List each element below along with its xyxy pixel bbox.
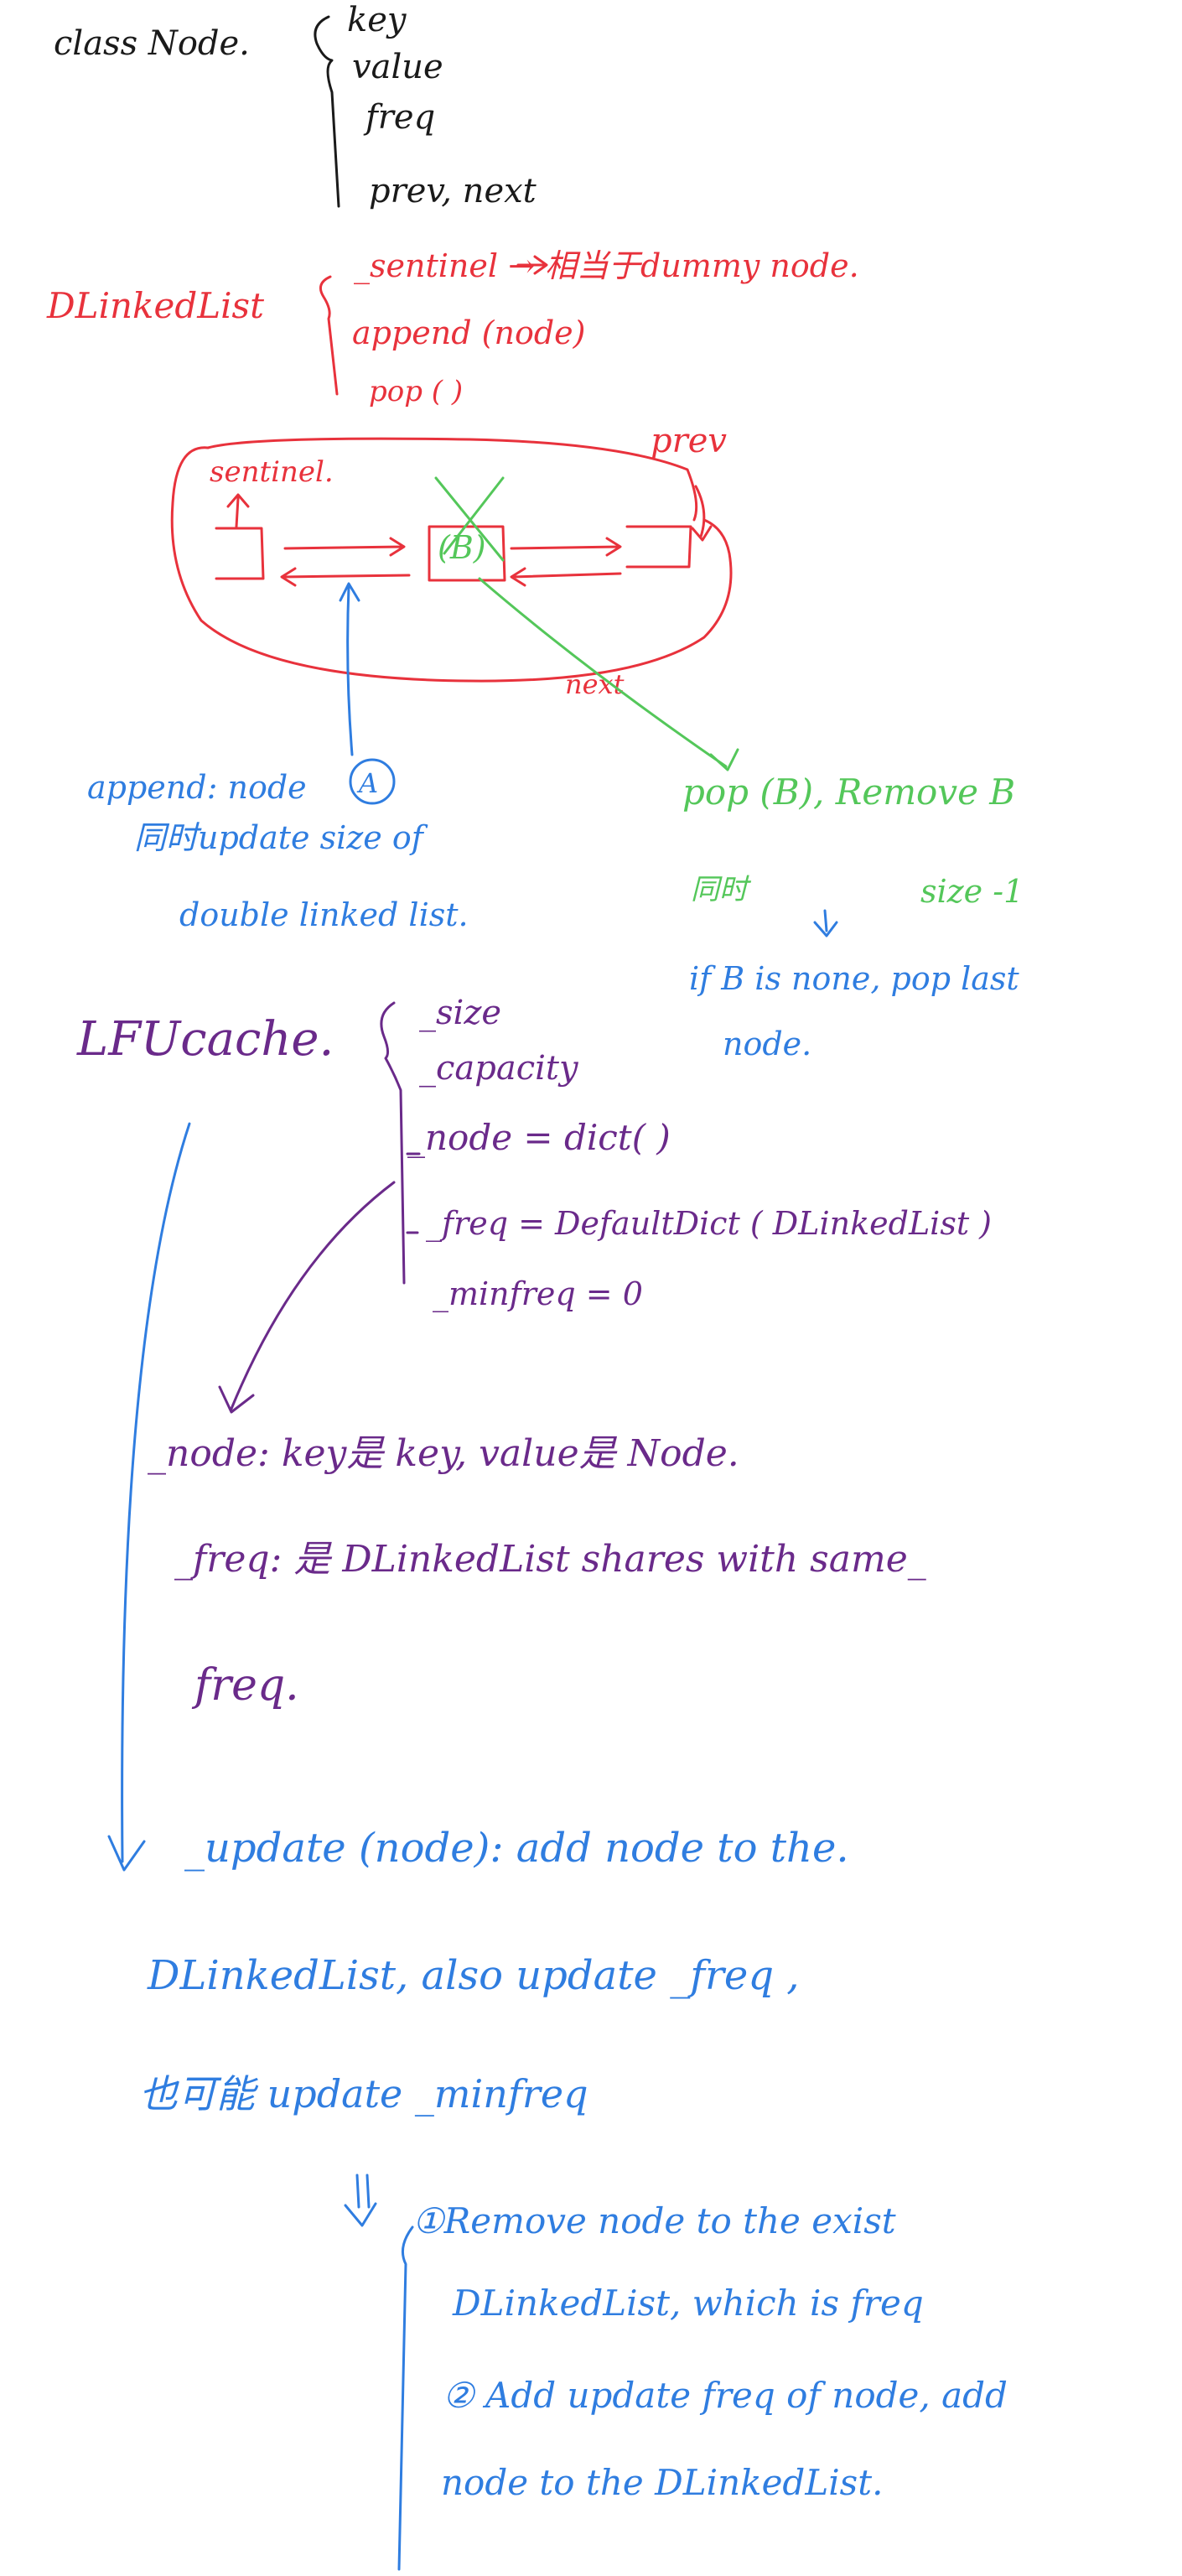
- arrow-s-to-b: [283, 537, 406, 557]
- arrow-b-to-r: [510, 537, 622, 557]
- update-arrow: [107, 1122, 191, 1872]
- explanation-freq: _freq: 是 DLinkedList shares with same_: [174, 1538, 926, 1581]
- prev-arrow: [691, 485, 713, 542]
- dlinkedlist-title: DLinkedList: [47, 285, 264, 326]
- node-field-freq: freq: [365, 98, 436, 137]
- sentinel-up-arrow: [226, 493, 250, 528]
- update-step-1: ①Remove node to the exist: [412, 2200, 896, 2241]
- b-cross: [434, 476, 505, 562]
- node-field-key: key: [347, 1, 407, 39]
- lfucache-field-ticks: [406, 1152, 421, 1234]
- dlinkedlist-brace: [319, 275, 339, 396]
- dlinkedlist-pop: pop ( ): [369, 375, 464, 408]
- diagram-loop: [170, 446, 733, 683]
- node-b-label: (B): [438, 529, 486, 566]
- lfucache-node: _node = dict( ): [407, 1117, 671, 1158]
- update-note-line2: DLinkedList, also update _freq ,: [148, 1952, 800, 1999]
- node-field-value: value: [352, 48, 443, 86]
- sentinel-label: sentinel.: [210, 455, 334, 489]
- node-a-label: A: [359, 767, 379, 799]
- node-a-circle: [349, 758, 396, 805]
- update-note-line1: _update (node): add node to the.: [184, 1825, 849, 1872]
- lfucache-title: LFUcache.: [77, 1012, 334, 1067]
- lfucache-size: _size: [419, 994, 502, 1032]
- lfucache-minfreq: _minfreq = 0: [433, 1275, 643, 1312]
- b-box: [428, 525, 506, 582]
- explanation-freq-cont: freq.: [194, 1660, 299, 1711]
- sentinel-arrow: [516, 255, 548, 275]
- pop-arrow: [478, 577, 739, 771]
- node-class-title: class Node.: [54, 24, 250, 63]
- diagram-loop-top: [206, 437, 698, 522]
- explanation-node: _node: key是 key, value是 Node.: [148, 1432, 739, 1475]
- dlinkedlist-append: append (node): [352, 314, 586, 351]
- node-field-prev-next: prev, next: [369, 172, 537, 210]
- right-box: [625, 525, 692, 569]
- append-arrow: [339, 582, 360, 756]
- lfucache-brace: [380, 1001, 406, 1285]
- update-note-line3: 也可能 update _minfreq: [139, 2071, 588, 2116]
- prev-label: prev: [651, 422, 727, 460]
- update-step-2-cont: node to the DLinkedList.: [441, 2462, 884, 2503]
- sentinel-box: [215, 527, 265, 580]
- pop-note-line1: pop (B), Remove B: [682, 771, 1016, 813]
- explanation-arrow: [218, 1181, 396, 1414]
- append-note-line1: append: node: [87, 769, 307, 806]
- node-fields-brace: [314, 15, 340, 208]
- append-note-line3: double linked list.: [179, 896, 469, 933]
- dlinkedlist-sentinel: _sentinel → 相当于dummy node.: [354, 247, 859, 284]
- pop-note-line5: node.: [723, 1026, 812, 1062]
- update-step-1-cont: DLinkedList, which is freq: [453, 2283, 924, 2324]
- pop-note-line4: if B is none, pop last: [689, 960, 1019, 997]
- pop-note-line3: size -1: [920, 873, 1024, 910]
- arrow-r-to-b: [510, 567, 622, 587]
- lfucache-capacity: _capacity: [419, 1049, 578, 1088]
- arrow-b-to-s: [280, 567, 411, 587]
- steps-arrow: [344, 2174, 377, 2227]
- steps-brace: [397, 2225, 414, 2571]
- append-note-line2: 同时update size of: [134, 819, 423, 856]
- lfucache-freq: _freq = DefaultDict ( DLinkedList ): [426, 1205, 993, 1242]
- size-arrow: [813, 909, 838, 937]
- pop-note-line2: 同时: [691, 873, 748, 906]
- update-step-2: ② Add update freq of node, add: [443, 2375, 1008, 2416]
